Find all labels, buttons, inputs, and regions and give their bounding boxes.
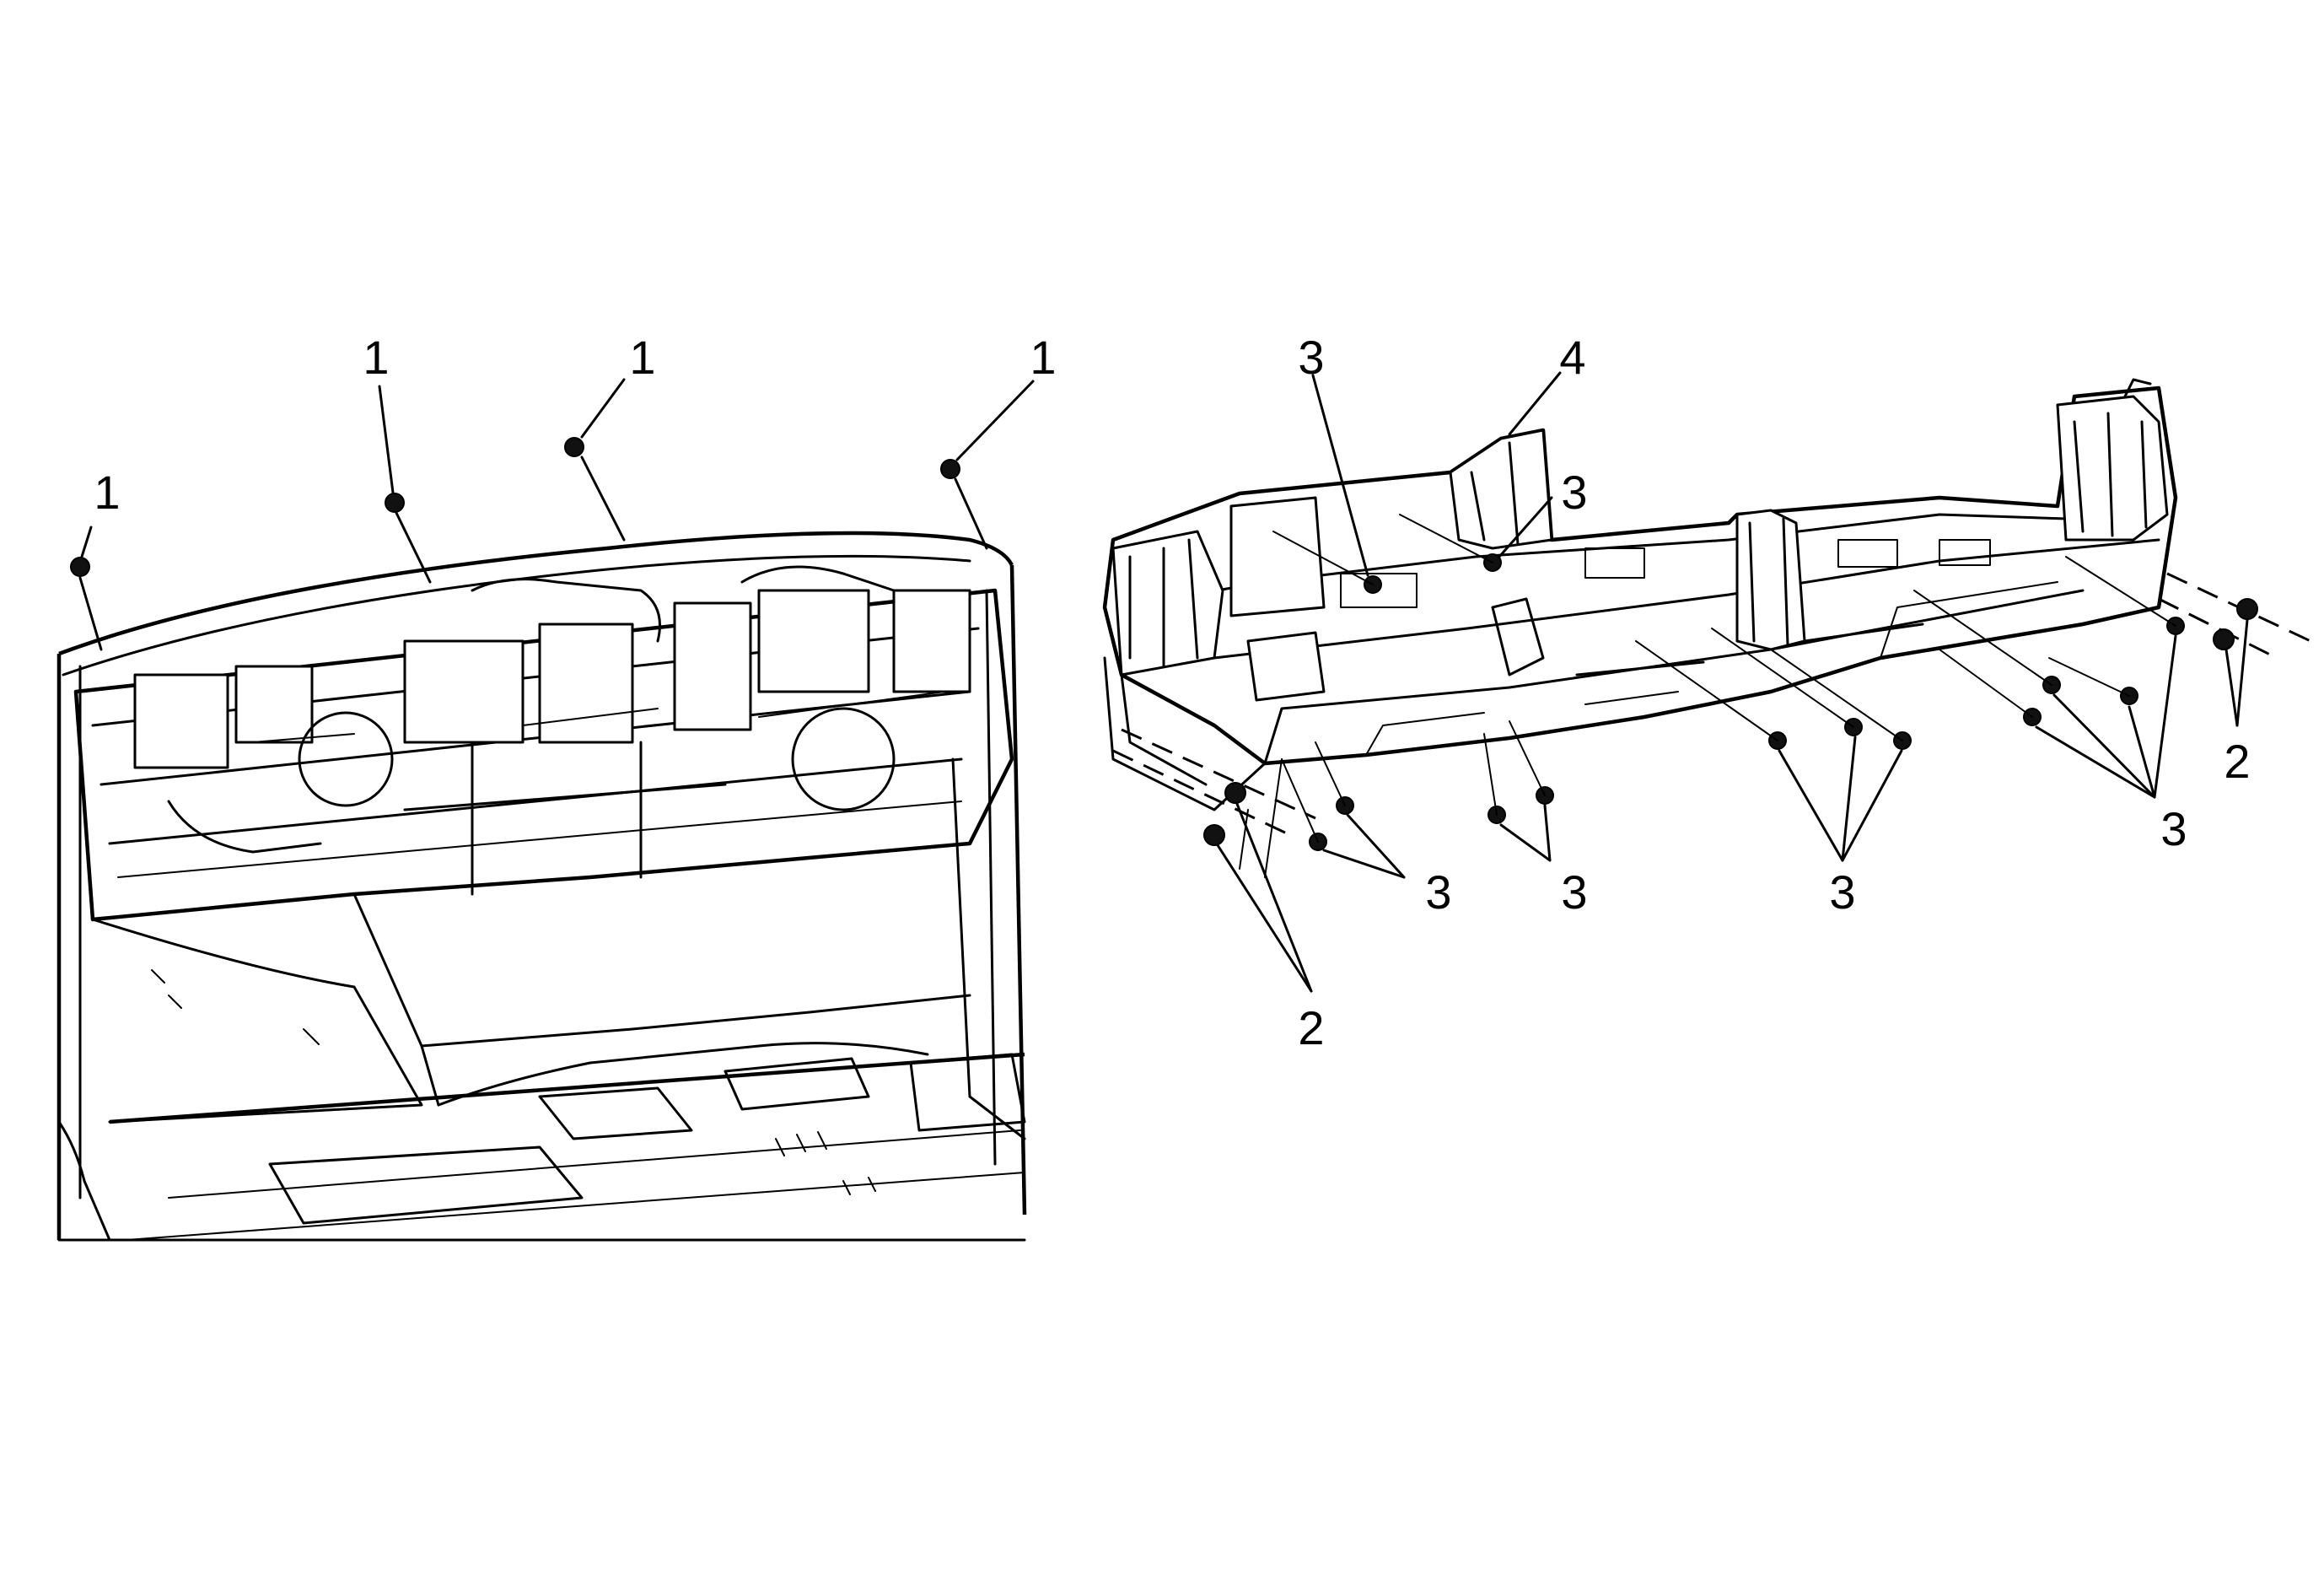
fastener-2-b (1203, 824, 1225, 846)
callout-3-top-b: 3 (1561, 466, 1587, 519)
callout-3-group-a: 3 (1425, 865, 1451, 919)
fastener-1-c (564, 437, 584, 457)
callout-1-d: 1 (1030, 331, 1056, 384)
leader-1-c (580, 378, 626, 439)
leader-3-top-b (1498, 496, 1553, 558)
leader-3-group-a (1346, 813, 1406, 879)
callout-3-group-d: 3 (2160, 802, 2187, 855)
instrument-panel-carrier-illustration (1102, 371, 2311, 993)
fastener-2-a (1224, 782, 1246, 804)
fastener-2-d (2213, 628, 2235, 650)
leader-3-group-c (1778, 749, 1844, 862)
leader-1-d (955, 380, 1035, 461)
callout-1-b: 1 (363, 331, 389, 384)
leader-3-top-a (1311, 374, 1369, 577)
leader-4 (1508, 371, 1562, 436)
leader-2-right (2235, 618, 2249, 727)
callout-1-c: 1 (629, 331, 655, 384)
leader-3-group-b (1543, 804, 1552, 862)
callout-2-right: 2 (2224, 735, 2250, 788)
leader-2-left (1235, 802, 1313, 993)
callout-1-a: 1 (94, 466, 120, 519)
leader-3-group-d (2052, 693, 2156, 799)
leader-1-a (80, 526, 93, 558)
fastener-2-c (2236, 598, 2258, 620)
fastener-1-b (385, 493, 405, 513)
leader-1-b (378, 385, 395, 494)
callout-3-group-c: 3 (1829, 865, 1855, 919)
callout-2-left: 2 (1298, 1001, 1324, 1054)
callout-3-top-a: 3 (1298, 331, 1324, 384)
fastener-1-a (70, 557, 90, 577)
vehicle-interior-illustration (56, 378, 1035, 1242)
alignment-line-left (1121, 728, 1316, 820)
callout-4: 4 (1559, 331, 1585, 384)
fastener-1-d (940, 459, 960, 479)
callout-3-group-b: 3 (1561, 865, 1587, 919)
